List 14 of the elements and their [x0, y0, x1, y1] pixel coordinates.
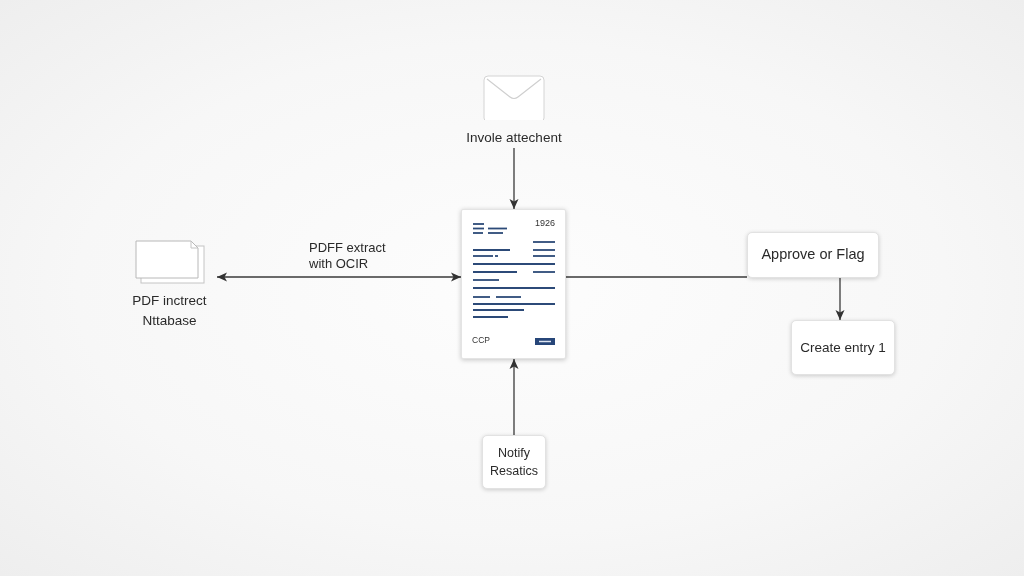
process-box: Notify Resatics — [482, 435, 546, 489]
node-label: Invole attechent — [466, 129, 562, 147]
arrow — [509, 147, 519, 210]
arrow — [509, 358, 519, 436]
arrow — [835, 277, 845, 321]
node-label: PDF inctrect Nttabase — [131, 292, 208, 330]
process-box: Create entry 1 — [791, 320, 895, 375]
connector-line — [565, 276, 748, 278]
process-box: Approve or Flag — [747, 232, 879, 278]
document-text: CCP — [472, 336, 490, 346]
arrow — [216, 272, 462, 282]
document-page — [461, 209, 566, 359]
edge-label: PDFF extract with OCIR — [309, 240, 387, 272]
document-text: 1926 — [534, 219, 555, 229]
